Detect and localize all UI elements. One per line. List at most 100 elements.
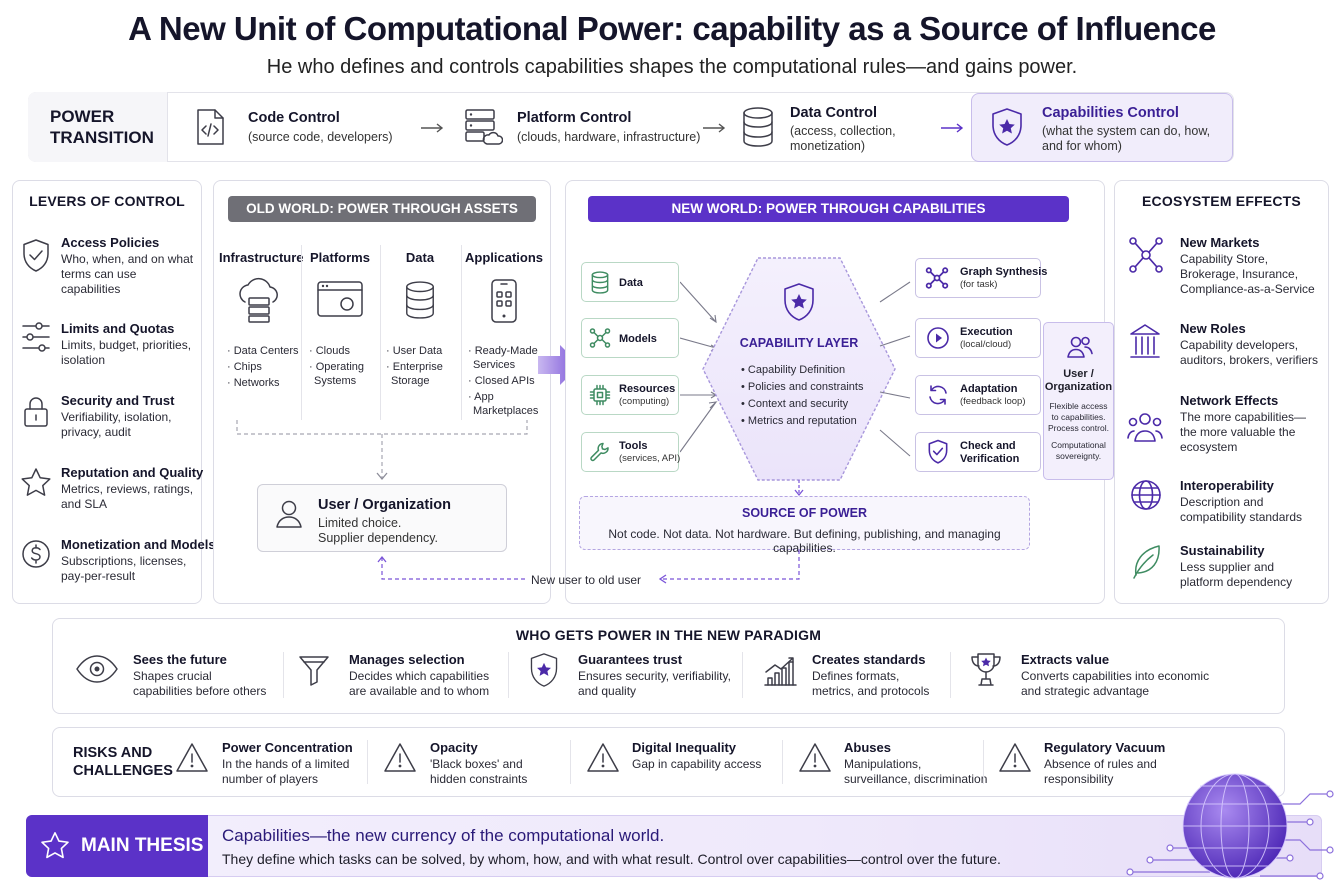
old-user-desc: Limited choice.Supplier dependency. — [318, 516, 438, 545]
refresh-icon — [926, 383, 950, 407]
who-standards-desc: Defines formats,metrics, and protocols — [812, 669, 930, 698]
eco-roles-desc: Capability developers,auditors, brokers,… — [1180, 338, 1319, 367]
input-data-label: Data — [619, 277, 643, 289]
risk-divider — [782, 740, 783, 784]
smartphone-icon — [489, 278, 519, 324]
play-icon — [926, 326, 950, 350]
server-cloud-icon — [463, 106, 503, 148]
shield-star-icon — [780, 281, 818, 323]
code-file-icon — [193, 107, 227, 147]
output-verification-label: Check and Verification — [960, 440, 1020, 465]
capability-layer-hexagon — [702, 257, 896, 481]
globe-icon — [1129, 478, 1163, 512]
output-graph-label: Graph Synthesis (for task) — [960, 266, 1048, 290]
circuit-globe-icon — [1126, 773, 1334, 880]
main-thesis-bar — [26, 815, 1322, 877]
output-execution-label: Execution (local/cloud) — [960, 326, 1013, 350]
output-execution-box — [915, 318, 1041, 358]
risks-panel — [52, 727, 1285, 797]
old-col-data-bullets: · User Data · Enterprise Storage — [386, 345, 443, 387]
return-connector — [377, 550, 800, 584]
power-transition-label: POWER TRANSITION — [50, 107, 154, 147]
who-divider — [950, 652, 951, 698]
who-gets-power-panel — [52, 618, 1285, 714]
lever-limits-title: Limits and Quotas — [61, 321, 175, 336]
new-user-title: User /Organization — [1044, 368, 1113, 393]
risk-abuses-title: Abuses — [844, 740, 891, 755]
lever-reputation-title: Reputation and Quality — [61, 465, 204, 480]
warning-icon — [585, 741, 621, 775]
stage-platform-desc: (clouds, hardware, infrastructure) — [517, 130, 701, 144]
institution-icon — [1128, 322, 1162, 360]
old-col-divider — [461, 245, 462, 420]
main-thesis-line1: Capabilities—the new currency of the com… — [222, 826, 665, 845]
output-adaptation-box — [915, 375, 1041, 415]
user-icon — [274, 498, 304, 530]
eco-network-desc: The more capabilities—the more valuable … — [1180, 410, 1307, 454]
source-of-power-desc: Not code. Not data. Not hardware. But de… — [608, 527, 1001, 555]
old-col-divider — [301, 245, 302, 420]
lever-security-desc: Verifiability, isolation,privacy, audit — [61, 410, 172, 439]
lever-security-title: Security and Trust — [61, 393, 175, 408]
risk-divider — [983, 740, 984, 784]
stage-data-desc: (access, collection, monetization) — [790, 124, 896, 153]
stage-platform-title: Platform Control — [517, 110, 632, 126]
risk-divider — [570, 740, 571, 784]
stage-capabilities-title: Capabilities Control — [1042, 105, 1179, 121]
levers-panel — [12, 180, 202, 604]
input-tools-label: Tools (services, API) — [619, 440, 681, 464]
shield-check-icon — [20, 238, 52, 274]
sliders-icon — [20, 320, 52, 354]
input-models-label: Models — [619, 333, 657, 345]
main-thesis-tag — [26, 815, 208, 877]
database-icon — [740, 106, 776, 148]
stage-data-title: Data Control — [790, 105, 877, 121]
risk-abuses-desc: Manipulations,surveillance, discriminati… — [844, 757, 988, 786]
star-icon — [19, 466, 53, 500]
dollar-icon — [20, 538, 52, 570]
eco-roles-title: New Roles — [1180, 321, 1246, 336]
page-title: A New Unit of Computational Power: capab… — [128, 10, 1216, 47]
shield-star-icon — [527, 651, 561, 689]
stage-capabilities-desc: (what the system can do, how, and for wh… — [1042, 124, 1211, 153]
lever-monetization-title: Monetization and Models — [61, 537, 216, 552]
arrow-right-icon — [940, 122, 966, 134]
warning-icon — [997, 741, 1033, 775]
who-trust-desc: Ensures security, verifiability,and qual… — [578, 669, 731, 698]
risk-divider — [367, 740, 368, 784]
output-adaptation-label: Adaptation (feedback loop) — [960, 383, 1026, 407]
page-subtitle: He who defines and controls capabilities… — [266, 56, 1078, 78]
stage-code-title: Code Control — [248, 110, 340, 126]
warning-icon — [174, 741, 210, 775]
funnel-icon — [297, 653, 331, 687]
source-of-power-title: SOURCE OF POWER — [741, 506, 867, 520]
shield-check-icon — [926, 439, 950, 465]
warning-icon — [382, 741, 418, 775]
who-trust-title: Guarantees trust — [578, 652, 683, 667]
main-thesis-label: MAIN THESIS — [81, 835, 204, 856]
who-value-title: Extracts value — [1021, 652, 1110, 667]
stage-code-desc: (source code, developers) — [248, 130, 393, 144]
new-user-desc: Flexible access to capabilities. Process… — [1048, 401, 1109, 461]
who-divider — [508, 652, 509, 698]
lever-monetization-desc: Subscriptions, licenses,pay-per-result — [61, 554, 187, 583]
output-connectors — [879, 281, 911, 457]
star-icon — [39, 830, 71, 862]
risk-inequality-desc: Gap in capability access — [632, 757, 762, 771]
eco-interop-title: Interoperability — [1180, 478, 1274, 493]
risk-opacity-title: Opacity — [430, 740, 478, 755]
shield-star-icon — [988, 106, 1026, 148]
graph-icon — [925, 266, 949, 290]
old-col-platforms-bullets: · Clouds · Operating Systems — [309, 345, 365, 387]
power-transition-label-box — [28, 92, 168, 162]
old-world-banner: OLD WORLD: POWER THROUGH ASSETS — [228, 196, 536, 222]
trophy-icon — [968, 651, 1004, 689]
who-manages-title: Manages selection — [349, 652, 465, 667]
risk-concentration-title: Power Concentration — [222, 740, 353, 755]
leaf-icon — [1130, 542, 1162, 580]
